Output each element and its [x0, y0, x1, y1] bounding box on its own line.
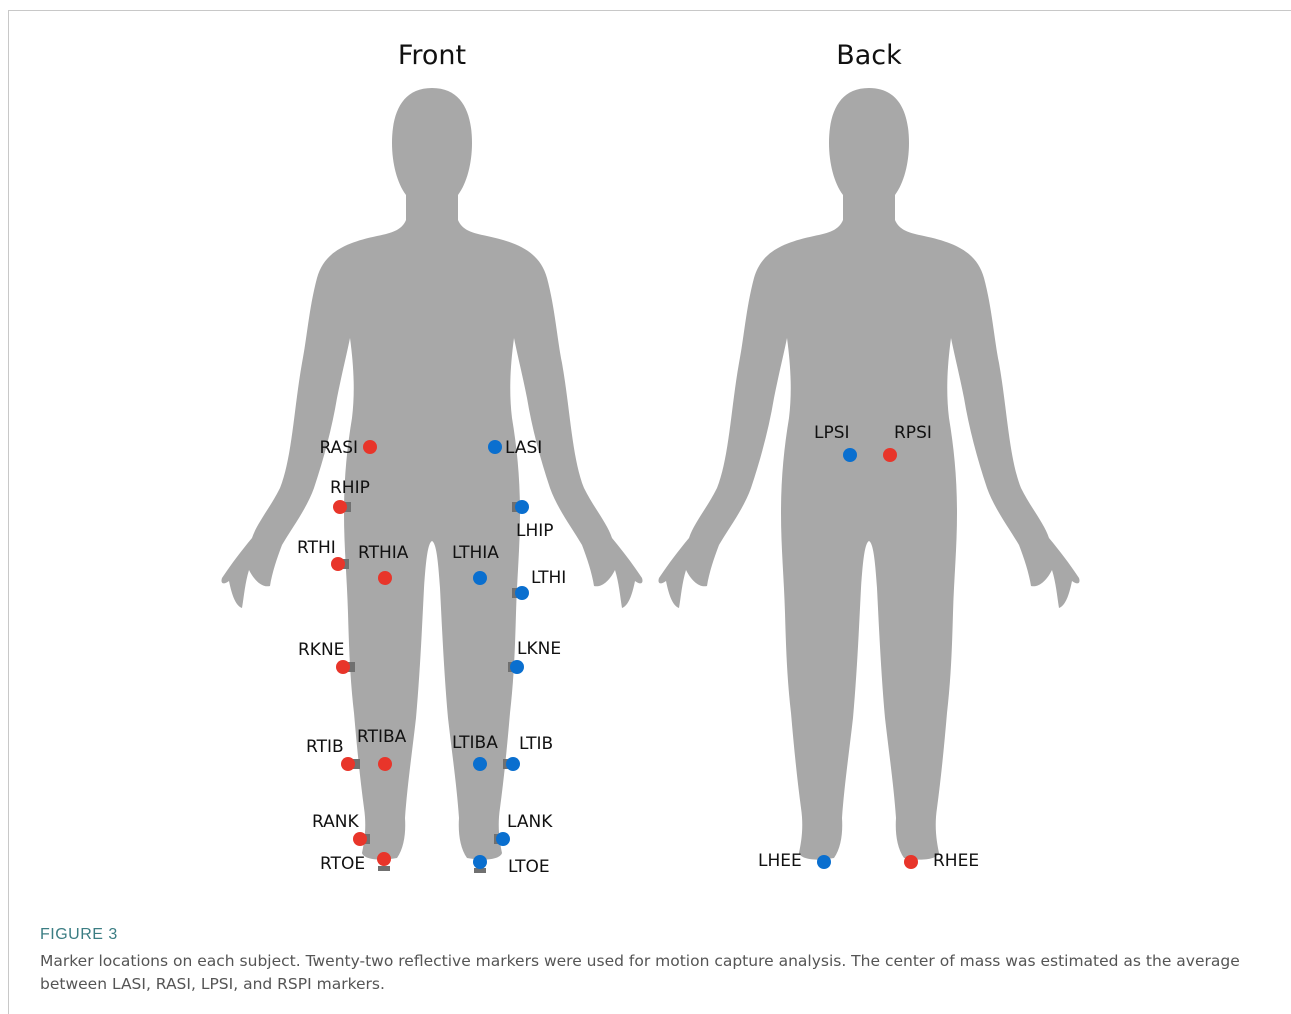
- marker-dot-rhip: [333, 500, 347, 514]
- marker-dot-ltiba: [473, 757, 487, 771]
- marker-dot-lpsi: [843, 448, 857, 462]
- marker-dot-lkne: [510, 660, 524, 674]
- back-body-silhouette: [658, 88, 1079, 860]
- marker-dot-lhip: [515, 500, 529, 514]
- marker-lhip: LHIP: [515, 500, 554, 541]
- marker-dot-ltib: [506, 757, 520, 771]
- marker-dot-rpsi: [883, 448, 897, 462]
- marker-label-lthia: LTHIA: [452, 543, 499, 563]
- marker-dot-rasi: [363, 440, 377, 454]
- marker-label-rthi: RTHI: [297, 538, 336, 558]
- marker-dot-rank: [353, 832, 367, 846]
- marker-dot-lthi: [515, 586, 529, 600]
- marker-label-rhip: RHIP: [330, 478, 370, 498]
- marker-dot-rtoe: [377, 852, 391, 866]
- marker-rthi: RTHI: [297, 538, 345, 571]
- front-view: Front RASI LASI RHIP: [221, 40, 642, 877]
- marker-label-rtiba: RTIBA: [357, 727, 407, 747]
- figure-label: FIGURE 3: [40, 926, 1285, 944]
- marker-dot-lthia: [473, 571, 487, 585]
- marker-dot-rthi: [331, 557, 345, 571]
- front-title: Front: [398, 40, 466, 71]
- marker-rtib: RTIB: [306, 737, 355, 771]
- marker-dot-lhee: [817, 855, 831, 869]
- marker-lank: LANK: [496, 812, 553, 846]
- marker-label-lasi: LASI: [505, 438, 542, 458]
- marker-rank: RANK: [312, 812, 367, 846]
- marker-label-rasi: RASI: [319, 438, 358, 458]
- marker-label-rkne: RKNE: [298, 640, 344, 660]
- marker-label-lthi: LTHI: [531, 568, 566, 588]
- marker-label-rtoe: RTOE: [320, 854, 365, 874]
- marker-dot-lasi: [488, 440, 502, 454]
- marker-label-rhee: RHEE: [933, 851, 979, 871]
- marker-ltoe: LTOE: [473, 855, 550, 877]
- marker-ltib: LTIB: [506, 734, 553, 771]
- marker-label-rank: RANK: [312, 812, 359, 832]
- marker-label-ltib: LTIB: [519, 734, 553, 754]
- marker-lkne: LKNE: [510, 639, 561, 674]
- marker-dot-rthia: [378, 571, 392, 585]
- marker-label-ltoe: LTOE: [508, 857, 550, 877]
- back-view: Back LPSI RPSI LHEE RHEE: [658, 40, 1079, 871]
- marker-label-lkne: LKNE: [517, 639, 561, 659]
- marker-dot-rhee: [904, 855, 918, 869]
- front-body-silhouette: [221, 88, 642, 860]
- marker-label-rthia: RTHIA: [358, 543, 409, 563]
- marker-label-lank: LANK: [507, 812, 553, 832]
- marker-label-lpsi: LPSI: [814, 423, 850, 443]
- marker-label-ltiba: LTIBA: [452, 733, 498, 753]
- marker-dot-ltoe: [473, 855, 487, 869]
- marker-dot-rtib: [341, 757, 355, 771]
- marker-label-rtib: RTIB: [306, 737, 344, 757]
- marker-figure: Front RASI LASI RHIP: [0, 0, 1291, 920]
- figure-caption-block: FIGURE 3 Marker locations on each subjec…: [40, 926, 1285, 996]
- back-title: Back: [836, 40, 902, 71]
- marker-label-lhip: LHIP: [516, 521, 554, 541]
- marker-rkne: RKNE: [298, 640, 350, 674]
- figure-caption-text: Marker locations on each subject. Twenty…: [40, 950, 1285, 996]
- marker-lthi: LTHI: [515, 568, 566, 600]
- marker-label-rpsi: RPSI: [894, 423, 932, 443]
- marker-dot-rtiba: [378, 757, 392, 771]
- marker-dot-rkne: [336, 660, 350, 674]
- marker-label-lhee: LHEE: [758, 851, 802, 871]
- marker-dot-lank: [496, 832, 510, 846]
